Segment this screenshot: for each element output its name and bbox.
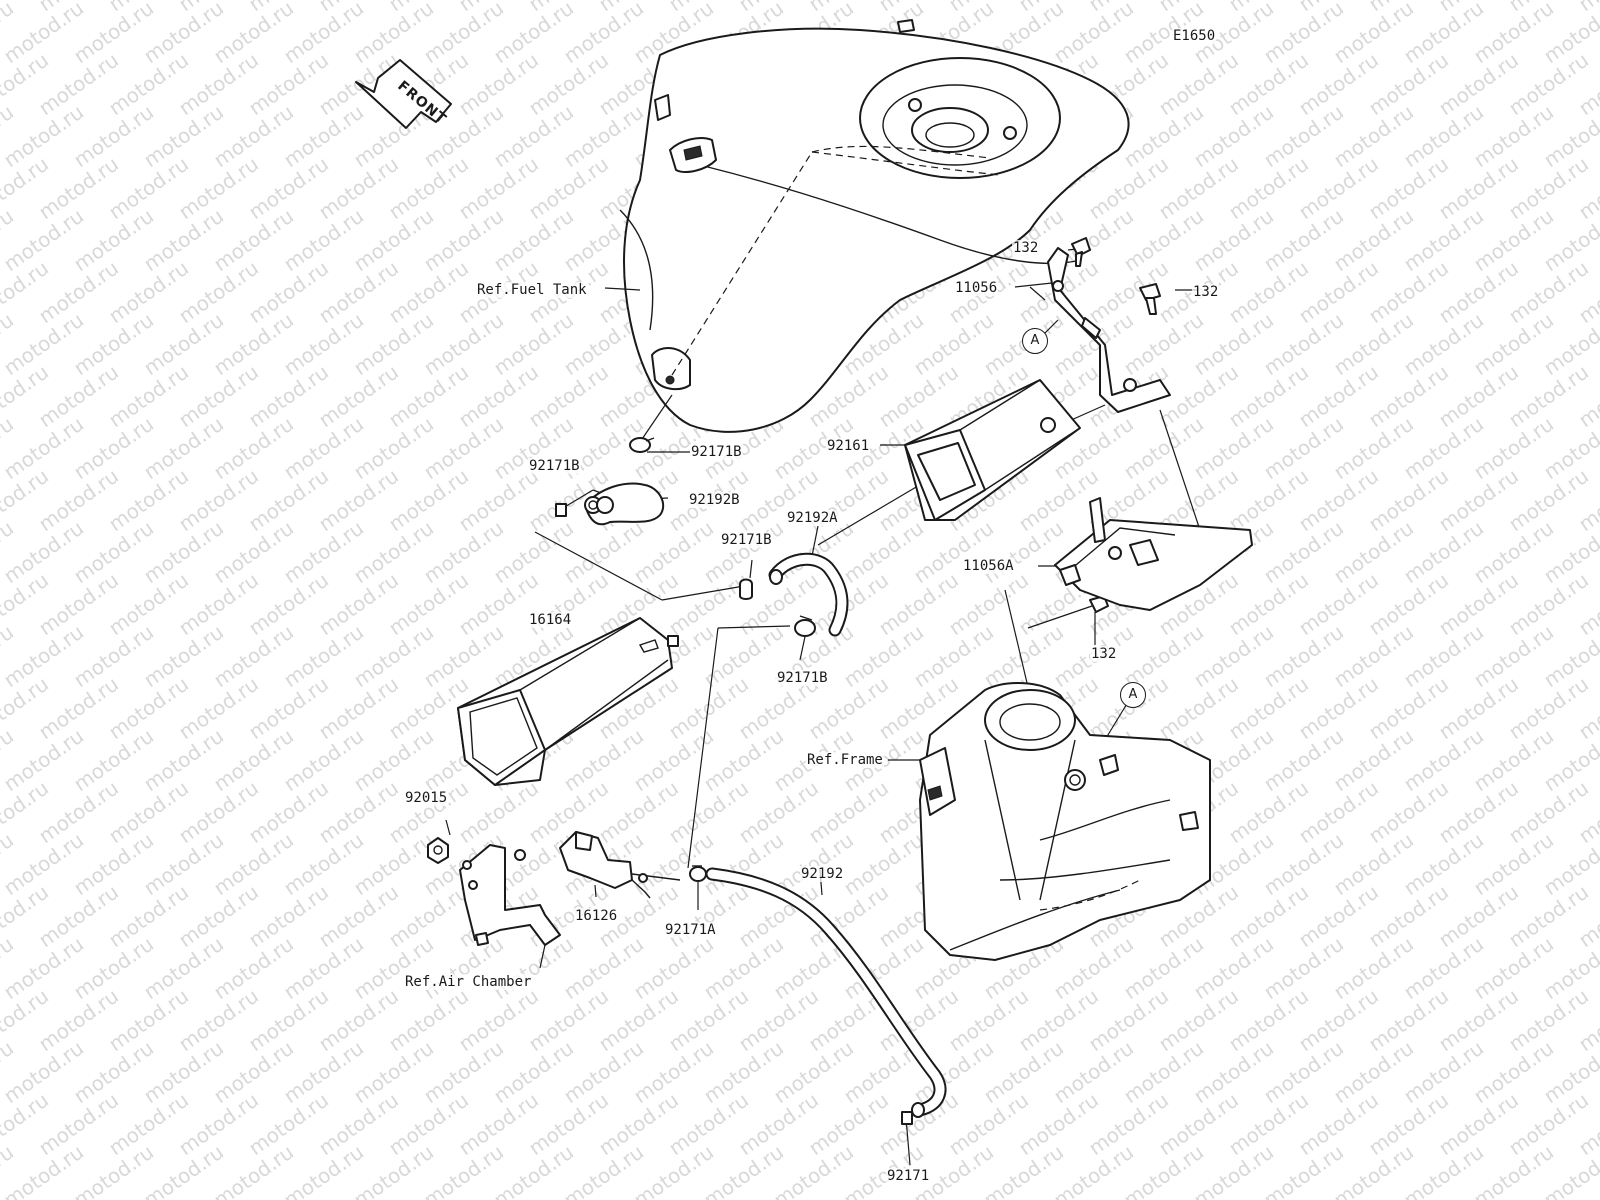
part-11056-bracket [1047, 247, 1171, 413]
label-92171b-3: 92171B [720, 532, 773, 548]
label-92171: 92171 [886, 1168, 931, 1184]
label-92171b-4: 92171B [776, 670, 829, 686]
label-92192: 92192 [800, 866, 845, 882]
part-92161-canister [904, 379, 1081, 521]
fuel-tank [619, 19, 1130, 433]
diagram-code: E1650 [1172, 28, 1217, 44]
ref-frame-label: Ref.Frame [806, 752, 884, 768]
part-16126-valve [559, 831, 681, 899]
label-16126: 16126 [574, 908, 619, 924]
ref-fuel-tank-label: Ref.Fuel Tank [476, 282, 588, 298]
ref-air-chamber-label: Ref.Air Chamber [404, 974, 533, 990]
label-92161: 92161 [826, 438, 871, 454]
frame [919, 682, 1211, 961]
clip-92171b [555, 437, 816, 637]
label-92171b-1: 92171B [690, 444, 743, 460]
callout-a-bracket: A [1022, 328, 1048, 354]
label-132-right: 132 [1192, 284, 1220, 300]
front-direction-arrow: FRONT [355, 59, 452, 129]
part-92192-hose [705, 867, 947, 1125]
part-92192b-hose [584, 482, 665, 526]
label-92192b: 92192B [688, 492, 741, 508]
label-92171a: 92171A [664, 922, 717, 938]
part-11056a-bracket [1054, 497, 1253, 611]
bolts-132 [1071, 237, 1161, 613]
label-11056a: 11056A [962, 558, 1015, 574]
label-16164: 16164 [528, 612, 573, 628]
label-92192a: 92192A [786, 510, 839, 526]
label-132-top: 132 [1012, 240, 1040, 256]
part-16164-canister [457, 617, 679, 786]
label-11056: 11056 [954, 280, 999, 296]
clip-92171a [689, 865, 707, 882]
label-92171b-2: 92171B [528, 458, 581, 474]
air-chamber-bracket [427, 837, 561, 946]
label-92015: 92015 [404, 790, 449, 806]
callout-a-frame: A [1120, 682, 1146, 708]
label-132-lower: 132 [1090, 646, 1118, 662]
part-92192a-hose [768, 552, 849, 637]
